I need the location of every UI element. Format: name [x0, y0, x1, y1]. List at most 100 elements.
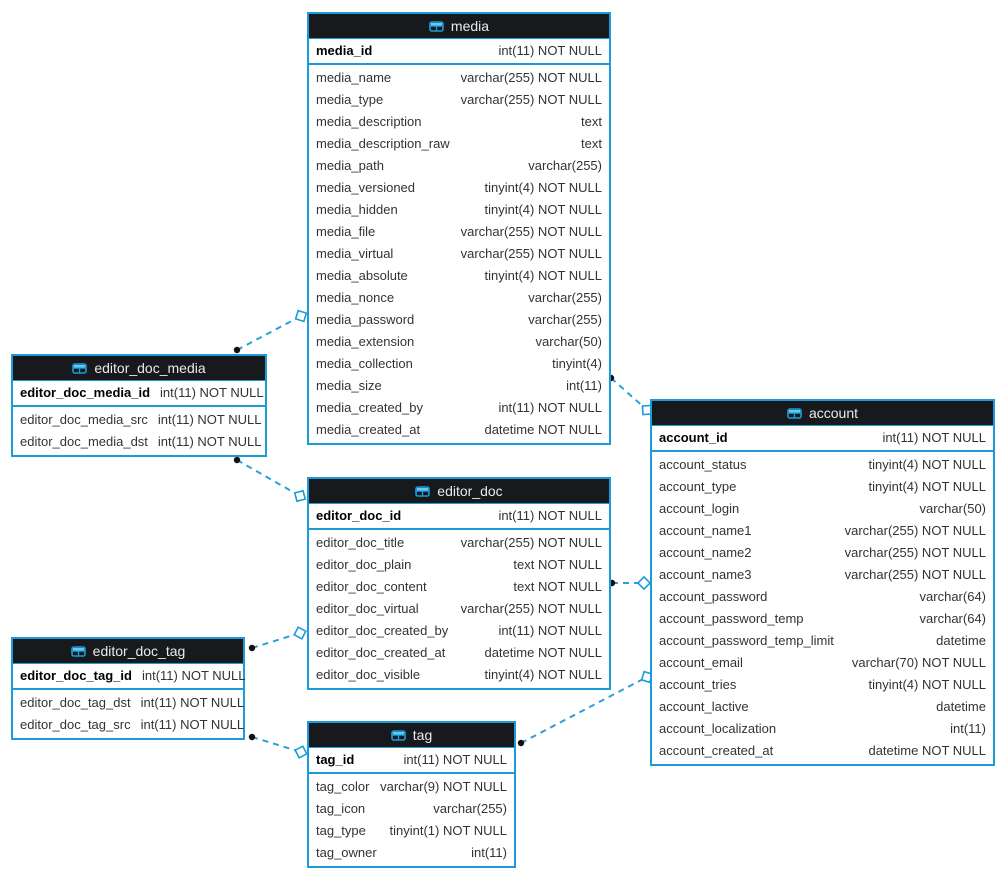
column-row[interactable]: media_created_by int(11) NOT NULL	[309, 397, 609, 419]
column-row[interactable]: editor_doc_content text NOT NULL	[309, 576, 609, 598]
column-row[interactable]: account_email varchar(70) NOT NULL	[652, 652, 993, 674]
relationship-line[interactable]	[236, 315, 302, 351]
column-row[interactable]: editor_doc_plain text NOT NULL	[309, 554, 609, 576]
column-type: int(11) NOT NULL	[498, 400, 602, 415]
column-row[interactable]: account_id int(11) NOT NULL	[652, 427, 993, 449]
relationship-line[interactable]	[610, 377, 648, 411]
db-table-header[interactable]: editor_doc	[309, 479, 609, 504]
column-row[interactable]: editor_doc_virtual varchar(255) NOT NULL	[309, 598, 609, 620]
column-type: int(11) NOT NULL	[140, 695, 245, 710]
column-row[interactable]: media_name varchar(255) NOT NULL	[309, 67, 609, 89]
column-type: datetime NOT NULL	[868, 743, 986, 758]
column-row[interactable]: editor_doc_tag_dst int(11) NOT NULL	[13, 692, 245, 714]
column-name: media_description	[316, 114, 422, 129]
column-row[interactable]: media_created_at datetime NOT NULL	[309, 419, 609, 441]
column-row[interactable]: account_password_temp_limit datetime	[652, 630, 993, 652]
db-table-header[interactable]: tag	[309, 723, 514, 748]
column-name: media_collection	[316, 356, 413, 371]
column-row[interactable]: account_tries tinyint(4) NOT NULL	[652, 674, 993, 696]
column-type: varchar(70) NOT NULL	[851, 655, 986, 670]
column-name: account_login	[659, 501, 740, 516]
column-name: account_password	[659, 589, 768, 604]
column-row[interactable]: account_localization int(11)	[652, 718, 993, 740]
column-row[interactable]: tag_type tinyint(1) NOT NULL	[309, 820, 514, 842]
column-row[interactable]: media_type varchar(255) NOT NULL	[309, 89, 609, 111]
column-row[interactable]: account_created_at datetime NOT NULL	[652, 740, 993, 762]
column-name: tag_id	[316, 752, 355, 767]
column-row[interactable]: tag_owner int(11)	[309, 842, 514, 864]
column-row[interactable]: editor_doc_media_dst int(11) NOT NULL	[13, 431, 265, 453]
relationship-editor_doc_media-media[interactable]	[233, 309, 308, 354]
column-row[interactable]: account_status tinyint(4) NOT NULL	[652, 454, 993, 476]
relationship-media-account[interactable]	[607, 374, 653, 416]
column-row[interactable]: editor_doc_media_id int(11) NOT NULL	[13, 382, 265, 404]
relationship-editor_doc_media-editor_doc[interactable]	[233, 456, 307, 503]
relationship-editor_doc_tag-editor_doc[interactable]	[248, 626, 307, 652]
column-type: tinyint(4) NOT NULL	[868, 457, 986, 472]
column-row[interactable]: media_virtual varchar(255) NOT NULL	[309, 243, 609, 265]
column-row[interactable]: tag_id int(11) NOT NULL	[309, 749, 514, 771]
column-row[interactable]: account_name3 varchar(255) NOT NULL	[652, 564, 993, 586]
db-table-editor_doc_media[interactable]: editor_doc_media editor_doc_media_id int…	[11, 354, 267, 457]
table-grid-icon	[415, 485, 431, 497]
column-type: text	[581, 114, 602, 129]
db-table-account[interactable]: account account_id int(11) NOT NULL acco…	[650, 399, 995, 766]
column-row[interactable]: editor_doc_created_by int(11) NOT NULL	[309, 620, 609, 642]
column-row[interactable]: media_id int(11) NOT NULL	[309, 40, 609, 62]
column-row[interactable]: account_password_temp varchar(64)	[652, 608, 993, 630]
column-type: int(11) NOT NULL	[498, 508, 602, 523]
column-row[interactable]: account_name2 varchar(255) NOT NULL	[652, 542, 993, 564]
column-row[interactable]: media_password varchar(255)	[309, 309, 609, 331]
column-name: editor_doc_created_by	[316, 623, 449, 638]
column-row[interactable]: media_versioned tinyint(4) NOT NULL	[309, 177, 609, 199]
column-row[interactable]: account_type tinyint(4) NOT NULL	[652, 476, 993, 498]
relationship-line[interactable]	[251, 736, 302, 753]
primary-key-section: account_id int(11) NOT NULL	[652, 426, 993, 452]
db-table-editor_doc_tag[interactable]: editor_doc_tag editor_doc_tag_id int(11)…	[11, 637, 246, 740]
db-table-media[interactable]: media media_id int(11) NOT NULL media_na…	[307, 12, 611, 445]
column-type: int(11) NOT NULL	[498, 623, 602, 638]
column-row[interactable]: media_size int(11)	[309, 375, 609, 397]
relationship-editor_doc-account[interactable]	[608, 575, 652, 591]
relationship-line[interactable]	[520, 676, 648, 744]
column-name: media_name	[316, 70, 392, 85]
relationship-editor_doc_tag-tag[interactable]	[248, 733, 308, 759]
columns-section: editor_doc_media_src int(11) NOT NULL ed…	[13, 407, 265, 455]
column-row[interactable]: account_lactive datetime	[652, 696, 993, 718]
table-grid-icon	[70, 645, 86, 657]
column-row[interactable]: account_name1 varchar(255) NOT NULL	[652, 520, 993, 542]
db-table-header[interactable]: media	[309, 14, 609, 39]
column-row[interactable]: tag_icon varchar(255)	[309, 798, 514, 820]
column-row[interactable]: media_nonce varchar(255)	[309, 287, 609, 309]
column-row[interactable]: editor_doc_title varchar(255) NOT NULL	[309, 532, 609, 554]
db-table-header[interactable]: account	[652, 401, 993, 426]
column-row[interactable]: editor_doc_tag_src int(11) NOT NULL	[13, 714, 244, 736]
column-row[interactable]: tag_color varchar(9) NOT NULL	[309, 776, 514, 798]
column-row[interactable]: account_password varchar(64)	[652, 586, 993, 608]
column-row[interactable]: account_login varchar(50)	[652, 498, 993, 520]
column-row[interactable]: media_collection tinyint(4)	[309, 353, 609, 375]
relationship-endpoint-dot-icon	[233, 456, 241, 464]
table-title: tag	[412, 727, 433, 743]
db-table-editor_doc[interactable]: editor_doc editor_doc_id int(11) NOT NUL…	[307, 477, 611, 690]
column-type: tinyint(4) NOT NULL	[484, 268, 602, 283]
db-table-tag[interactable]: tag tag_id int(11) NOT NULL tag_color va…	[307, 721, 516, 868]
column-row[interactable]: editor_doc_tag_id int(11) NOT NULL	[13, 665, 246, 687]
column-row[interactable]: media_description_raw text	[309, 133, 609, 155]
db-table-header[interactable]: editor_doc_tag	[13, 639, 243, 664]
column-row[interactable]: editor_doc_id int(11) NOT NULL	[309, 505, 609, 527]
column-row[interactable]: media_file varchar(255) NOT NULL	[309, 221, 609, 243]
column-row[interactable]: media_hidden tinyint(4) NOT NULL	[309, 199, 609, 221]
column-row[interactable]: media_absolute tinyint(4) NOT NULL	[309, 265, 609, 287]
column-row[interactable]: editor_doc_visible tinyint(4) NOT NULL	[309, 664, 609, 686]
relationship-line[interactable]	[236, 459, 301, 497]
column-row[interactable]: editor_doc_created_at datetime NOT NULL	[309, 642, 609, 664]
relationship-endpoint-dot-icon	[248, 733, 256, 741]
relationship-line[interactable]	[251, 632, 301, 649]
column-row[interactable]: editor_doc_media_src int(11) NOT NULL	[13, 409, 265, 431]
db-table-header[interactable]: editor_doc_media	[13, 356, 265, 381]
column-row[interactable]: media_extension varchar(50)	[309, 331, 609, 353]
column-name: editor_doc_title	[316, 535, 405, 550]
column-row[interactable]: media_description text	[309, 111, 609, 133]
column-row[interactable]: media_path varchar(255)	[309, 155, 609, 177]
